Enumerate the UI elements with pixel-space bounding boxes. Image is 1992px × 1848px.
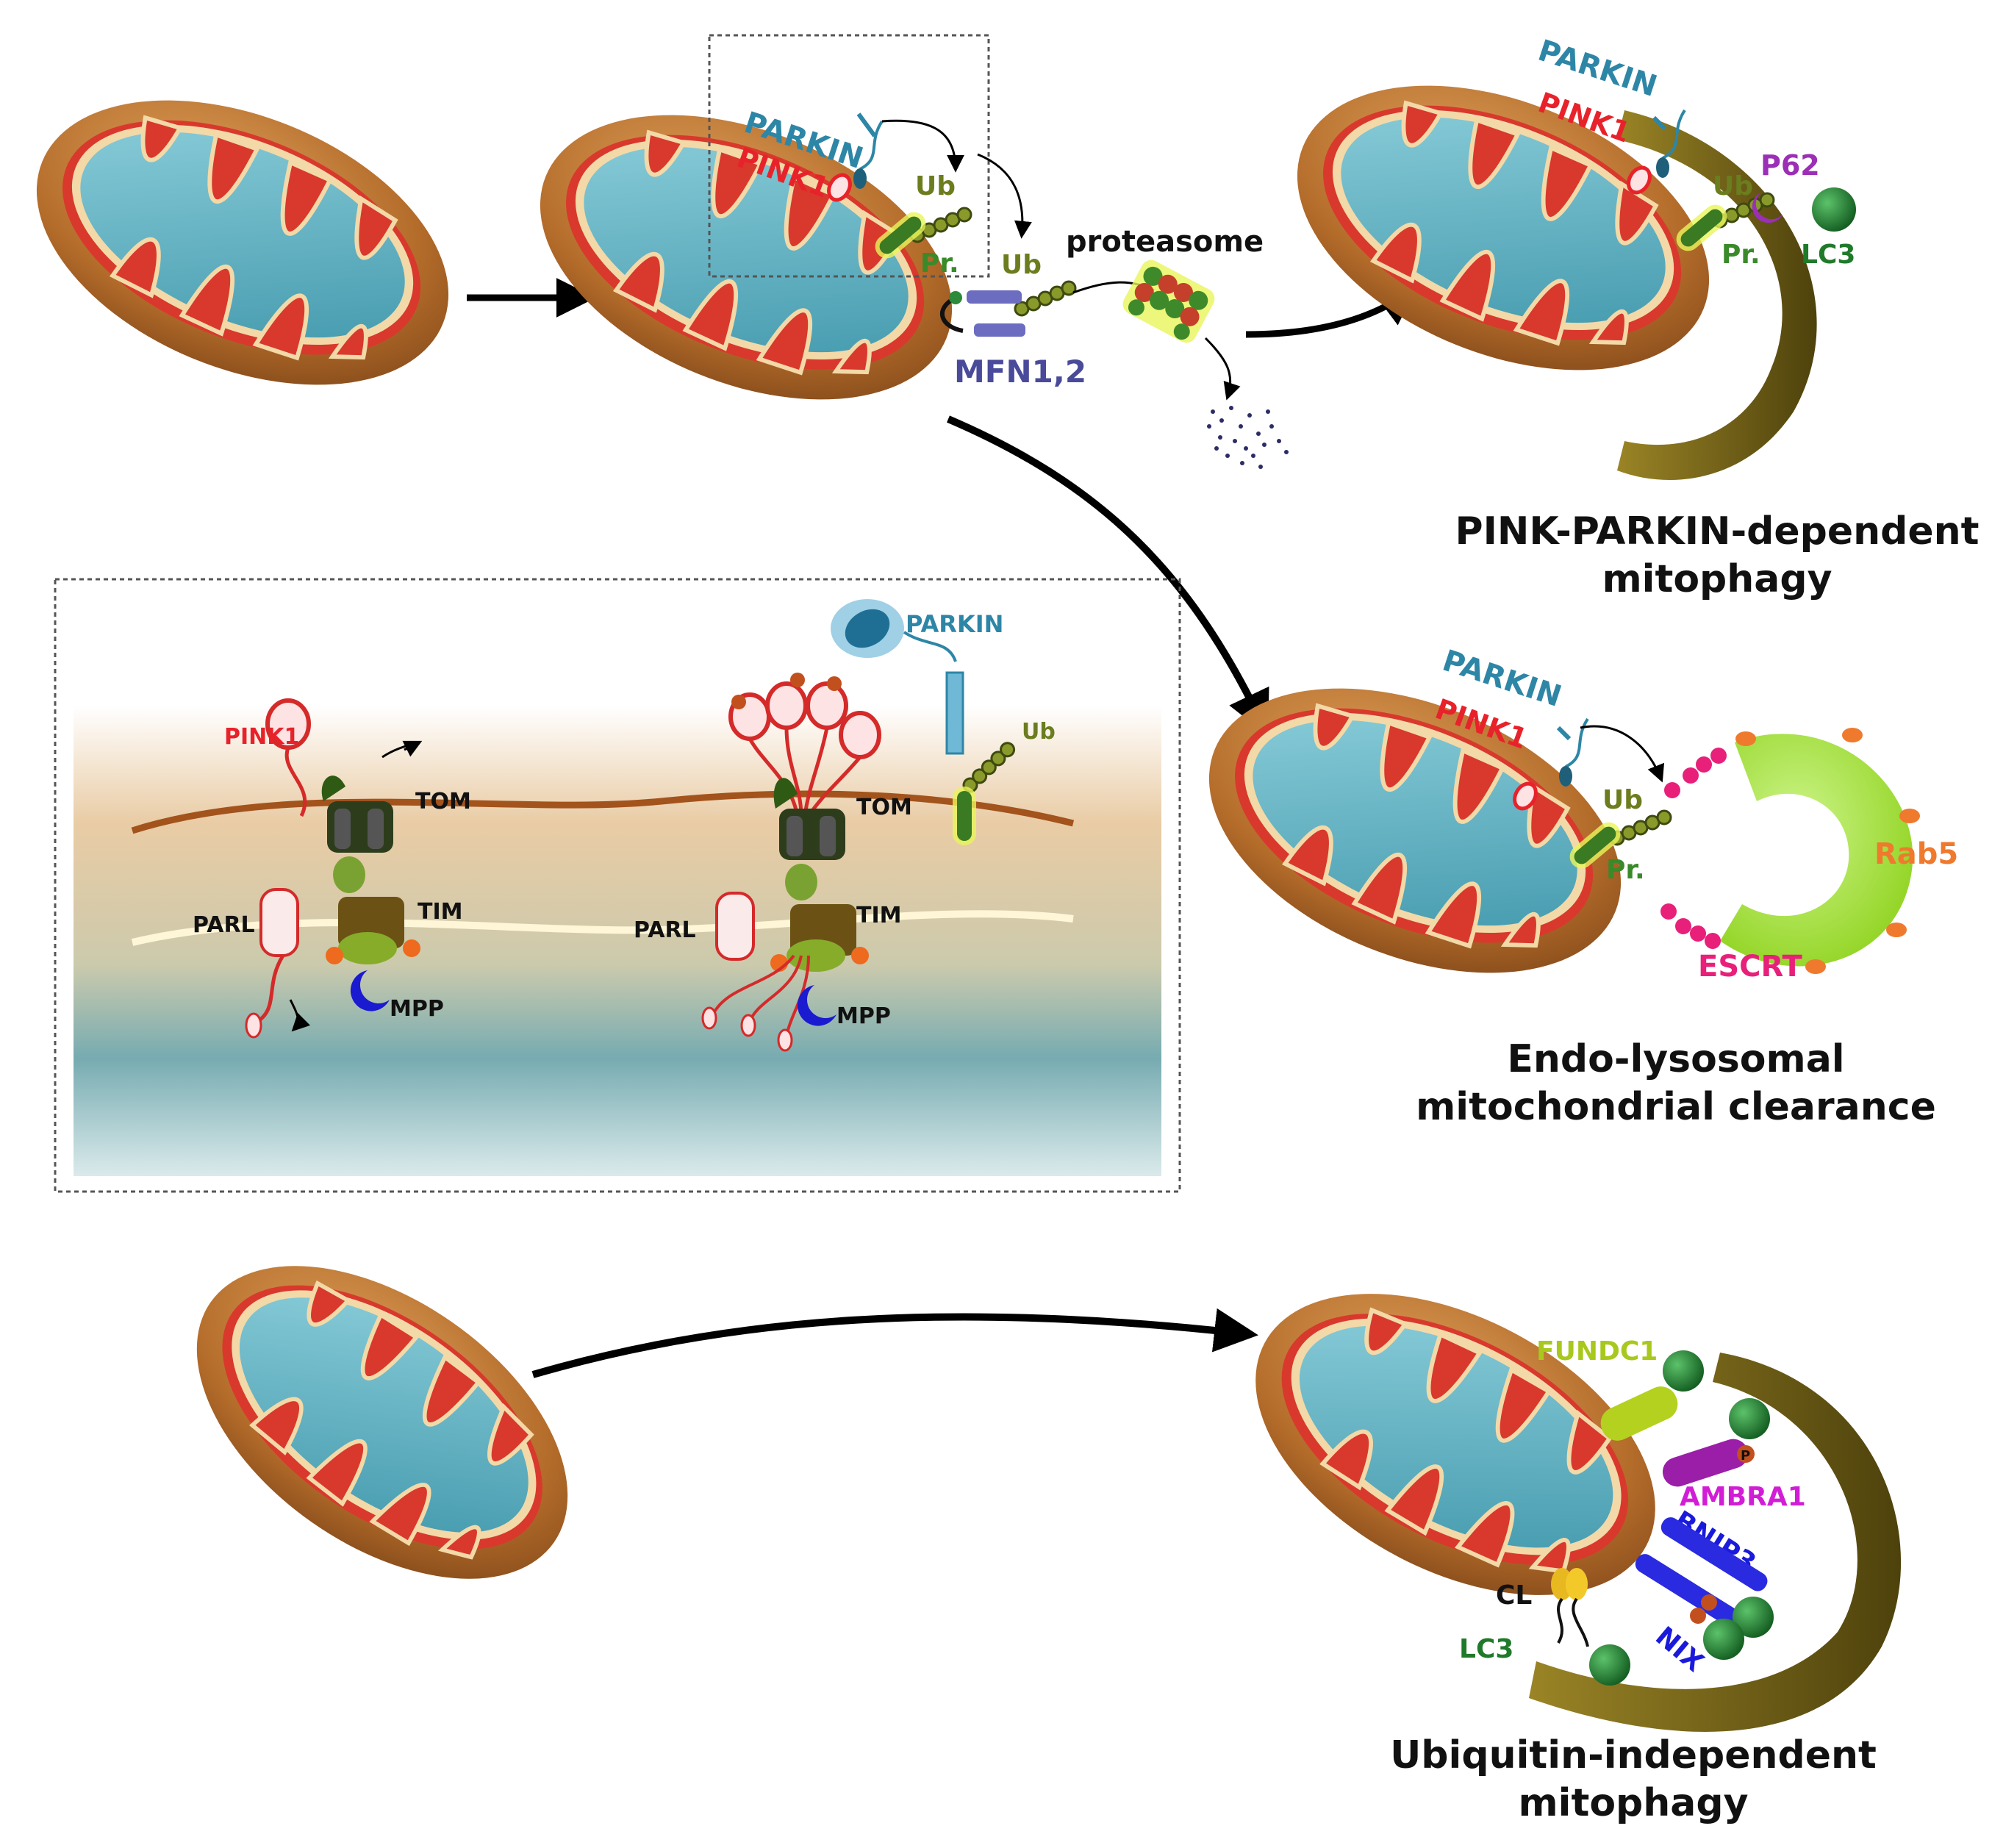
fundc1-protein xyxy=(1600,1386,1678,1441)
nix-label: NIX xyxy=(1649,1621,1709,1677)
parkin-to-mfn-arrow xyxy=(977,153,1032,239)
ambra1-label: AMBRA1 xyxy=(1680,1482,1806,1512)
pr-label-3: Pr. xyxy=(1606,855,1645,885)
tom-label-2: TOM xyxy=(856,795,912,820)
inset-parkin xyxy=(831,599,964,755)
rab5-dots xyxy=(1735,728,1920,974)
lc3-label-1: LC3 xyxy=(1801,240,1855,270)
outer-membrane xyxy=(131,790,1075,834)
parl-label-1: PARL xyxy=(193,912,255,938)
fundc1-label: FUNDC1 xyxy=(1536,1336,1658,1367)
inset-source-box xyxy=(708,34,990,278)
tim-label-1: TIM xyxy=(418,899,462,925)
bnip3-protein xyxy=(1660,1517,1768,1591)
ub-label-3: Ub xyxy=(1713,171,1753,201)
lc3-ball-cl xyxy=(1589,1644,1630,1686)
parkin-label-inset: PARKIN xyxy=(906,610,1003,638)
mitochondrion-5 xyxy=(140,1202,624,1642)
p62-icon xyxy=(1752,193,1783,223)
ub-label-2: Ub xyxy=(1001,250,1042,280)
mfn-label: MFN1,2 xyxy=(954,354,1086,390)
mfn-protein-bottom xyxy=(974,323,1025,337)
lc3-label-2: LC3 xyxy=(1459,1634,1513,1664)
ub-label-inset: Ub xyxy=(1022,719,1056,745)
cl-label: CL xyxy=(1496,1580,1532,1611)
degraded-peptides xyxy=(1207,406,1289,469)
ambra1-p-label: P xyxy=(1741,1448,1750,1464)
caption-endo-2: mitochondrial clearance xyxy=(1416,1085,1936,1129)
parl-label-2: PARL xyxy=(634,917,696,943)
mfn-protein-top xyxy=(967,290,1022,304)
parkin-to-ub-arrow xyxy=(881,119,964,173)
arrow-to-ubiquitin-independent xyxy=(531,1308,1258,1378)
mitochondrion-6 xyxy=(1205,1232,1705,1658)
p62-label: P62 xyxy=(1760,149,1820,182)
ub-chain-2 xyxy=(1014,280,1077,317)
bnip3-phospho xyxy=(1701,1594,1717,1611)
escrt-vesicle xyxy=(1720,734,1913,967)
parkin-icon-3 xyxy=(1558,717,1589,788)
inset-panel-border xyxy=(54,578,1181,1193)
parkin-to-escrt-arrow xyxy=(1580,725,1665,783)
ambra1-phospho xyxy=(1737,1445,1755,1463)
caption-endo-1: Endo-lysosomal xyxy=(1507,1037,1844,1081)
lc3-ball-ambra1 xyxy=(1729,1398,1770,1439)
ub-label-4: Ub xyxy=(1602,785,1643,815)
mpp-icon-1 xyxy=(350,970,390,1011)
caption-ubiquitin-2: mitophagy xyxy=(1518,1781,1748,1825)
mitochondrion-1 xyxy=(0,45,490,440)
rab5-label: Rab5 xyxy=(1874,837,1958,871)
pr-protein-inset xyxy=(953,787,976,845)
nix-protein xyxy=(1635,1554,1742,1628)
mpp-label-1: MPP xyxy=(390,996,444,1022)
caption-pink-parkin-2: mitophagy xyxy=(1602,557,1832,601)
mpp-label-2: MPP xyxy=(836,1003,891,1029)
mitochondrion-4 xyxy=(1167,633,1663,1028)
escrt-label: ESCRT xyxy=(1698,950,1802,984)
mpp-icon-2 xyxy=(797,985,836,1026)
tim-label-2: TIM xyxy=(856,903,901,928)
proteasome-label: proteasome xyxy=(1066,225,1264,259)
lc3-ball-nix xyxy=(1703,1619,1744,1660)
escrt-dots xyxy=(1660,748,1727,949)
right-import-complex xyxy=(701,673,881,1052)
phagophore-2 xyxy=(1529,1353,1902,1732)
pink1-label-inset: PINK1 xyxy=(224,724,299,750)
pr-label-2: Pr. xyxy=(1721,240,1760,270)
proteasome-icon xyxy=(1122,259,1215,343)
lc3-ball-fundc1 xyxy=(1663,1350,1704,1392)
mitochondrion-3 xyxy=(1255,30,1751,426)
ambra1-protein xyxy=(1662,1439,1749,1487)
ub-chain-4 xyxy=(1609,809,1672,846)
ub-label-1: Ub xyxy=(915,171,956,201)
pr-label-1: Pr. xyxy=(920,248,959,279)
caption-ubiquitin-1: Ubiquitin-independent xyxy=(1390,1733,1877,1777)
lc3-ball-bnip3 xyxy=(1733,1597,1774,1638)
lc3-ball-1 xyxy=(1812,187,1856,232)
tom-label-1: TOM xyxy=(415,789,471,814)
nix-phospho xyxy=(1690,1608,1706,1624)
arrow-to-endo-lysosomal xyxy=(947,415,1269,736)
caption-pink-parkin-1: PINK-PARKIN-dependent xyxy=(1455,509,1979,554)
inset-membrane-background xyxy=(74,706,1161,1176)
cardiolipin xyxy=(1551,1568,1589,1647)
left-import-complex xyxy=(245,698,423,1039)
